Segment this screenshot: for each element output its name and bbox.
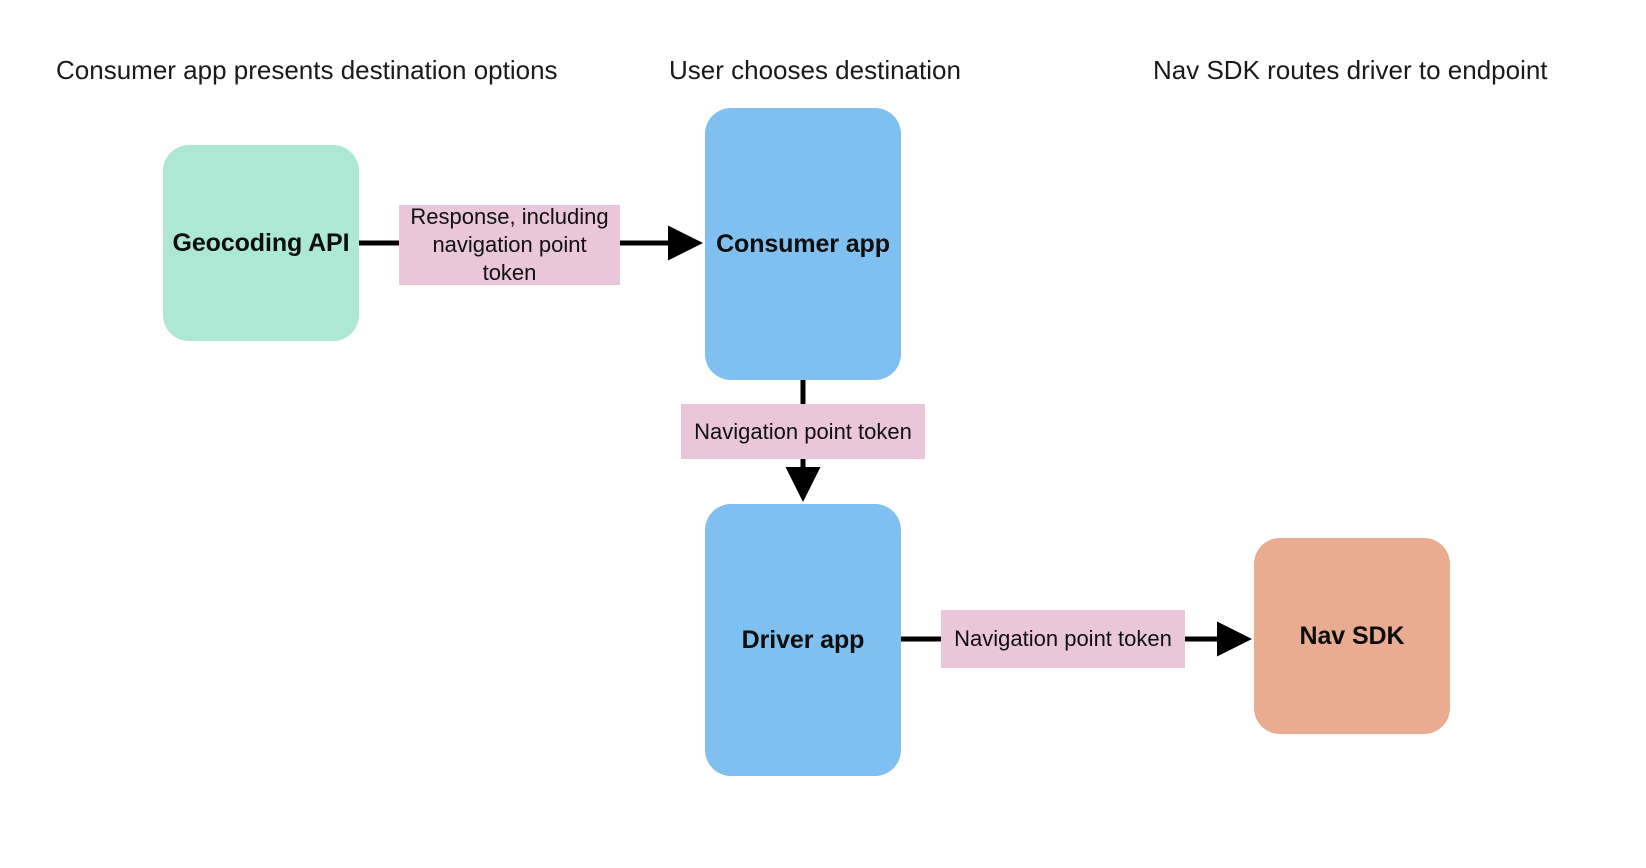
- node-consumer-app-label: Consumer app: [716, 229, 890, 258]
- caption-user-chooses-destination: User chooses destination: [669, 55, 961, 85]
- node-consumer-app[interactable]: Consumer app: [705, 108, 901, 380]
- node-driver-app[interactable]: Driver app: [705, 504, 901, 776]
- node-driver-app-label: Driver app: [741, 625, 865, 654]
- edge-label-response-text: Response, including navigation point tok…: [410, 204, 609, 285]
- edge-label-nav-token-horizontal-text: Navigation point token: [954, 626, 1172, 651]
- node-nav-sdk-label: Nav SDK: [1299, 621, 1405, 650]
- node-geocoding-api-label: Geocoding API: [172, 228, 350, 257]
- edge-label-response-including-token: Response, including navigation point tok…: [399, 204, 620, 285]
- caption-consumer-app-presents: Consumer app presents destination option…: [56, 55, 558, 85]
- edge-label-navigation-point-token-vertical: Navigation point token: [681, 404, 925, 459]
- caption-nav-sdk-routes-driver: Nav SDK routes driver to endpoint: [1153, 55, 1548, 85]
- node-nav-sdk[interactable]: Nav SDK: [1254, 538, 1450, 734]
- edge-label-nav-token-vertical-text: Navigation point token: [694, 418, 912, 444]
- node-geocoding-api[interactable]: Geocoding API: [163, 145, 359, 341]
- edge-label-navigation-point-token-horizontal: Navigation point token: [941, 610, 1185, 668]
